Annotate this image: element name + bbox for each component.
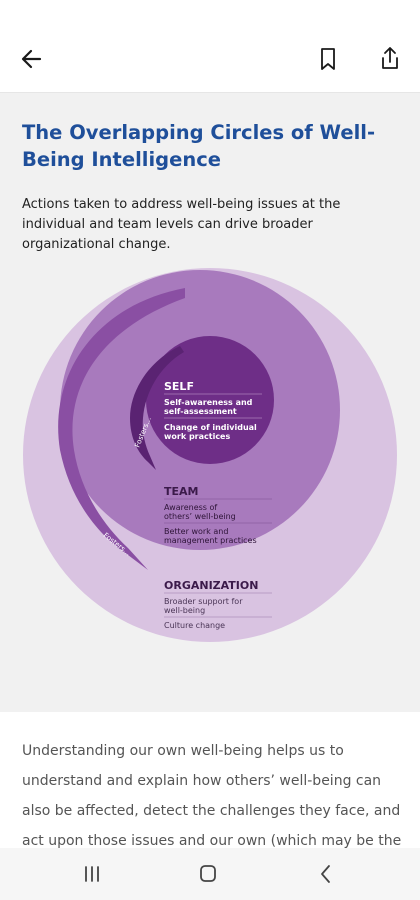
team-item-2: Better work and management practices xyxy=(164,527,257,545)
team-foster-arrow xyxy=(58,288,185,570)
body-line: Understanding our own well-being helps u… xyxy=(22,743,344,759)
organization-heading: ORGANIZATION xyxy=(164,579,258,592)
team-heading: TEAM xyxy=(164,485,198,498)
home-icon[interactable] xyxy=(194,862,222,886)
self-item-1: Self-awareness and self-assessment xyxy=(164,398,255,416)
system-navigation-bar xyxy=(0,848,420,900)
self-item-2: Change of individual work practices xyxy=(164,423,260,441)
self-foster-arrow xyxy=(130,346,184,470)
organization-item-2: Culture change xyxy=(164,621,225,630)
figure-title: The Overlapping Circles of Well-Being In… xyxy=(22,121,376,171)
bookmark-icon[interactable] xyxy=(314,45,342,73)
figure-subtitle: Actions taken to address well-being issu… xyxy=(22,197,341,252)
team-item-1: Awareness of others’ well-being xyxy=(164,503,236,521)
self-heading: SELF xyxy=(164,380,194,393)
body-line: also be affected, detect the challenges … xyxy=(22,803,401,819)
organization-item-1: Broader support for well-being xyxy=(164,597,245,615)
arrow-left-icon[interactable] xyxy=(18,45,46,73)
chevron-left-icon[interactable] xyxy=(312,862,340,886)
top-app-bar xyxy=(0,0,420,93)
body-line: act upon those issues and our own (which… xyxy=(22,833,402,849)
recents-icon[interactable] xyxy=(78,862,106,886)
article-body: Understanding our own well-being helps u… xyxy=(22,736,402,856)
self-circle xyxy=(146,336,274,464)
share-icon[interactable] xyxy=(376,45,404,73)
body-line: understand and explain how others’ well-… xyxy=(22,773,382,789)
overlapping-circles-diagram: Fosters… Fosters… SELF Self-awareness an… xyxy=(23,268,397,642)
